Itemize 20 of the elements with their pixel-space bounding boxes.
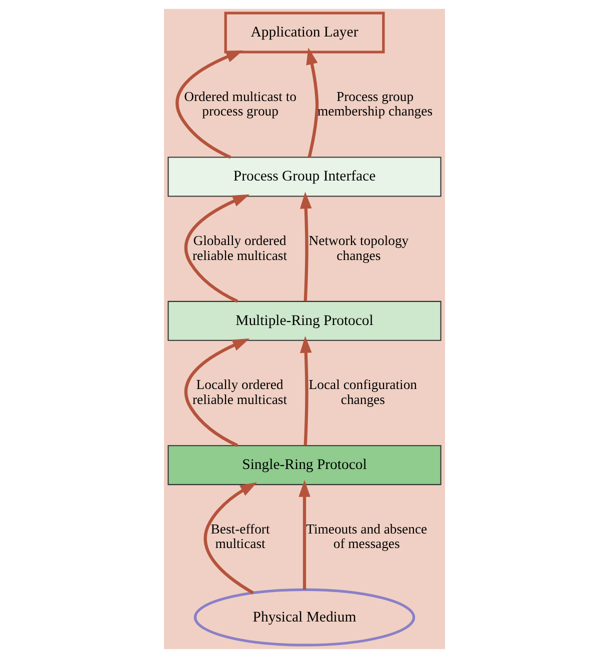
node-box: Multiple-Ring Protocol <box>167 300 441 341</box>
edge-label: Local configuration changes <box>308 377 417 407</box>
arrow <box>299 336 312 446</box>
node-box: Application Layer <box>224 12 384 54</box>
edge-label: Network topology changes <box>308 233 408 263</box>
node-box: Single-Ring Protocol <box>167 445 441 486</box>
arrow <box>184 194 250 303</box>
arrow <box>175 50 243 159</box>
edge-label: Ordered multicast to process group <box>184 88 296 119</box>
arrow <box>299 192 312 302</box>
arrow <box>203 482 257 594</box>
arrow <box>184 338 250 447</box>
arrow <box>306 48 318 158</box>
edge-label: Timeouts and absence of messages <box>306 521 427 552</box>
node-box: Process Group Interface <box>167 156 441 197</box>
edge-label: Locally ordered reliable multicast <box>192 377 287 407</box>
arrow <box>298 480 310 590</box>
edge-label: Best-effort multicast <box>210 521 270 552</box>
edge-label: Globally ordered reliable multicast <box>192 233 287 263</box>
node-ellipse: Physical Medium <box>193 588 415 646</box>
